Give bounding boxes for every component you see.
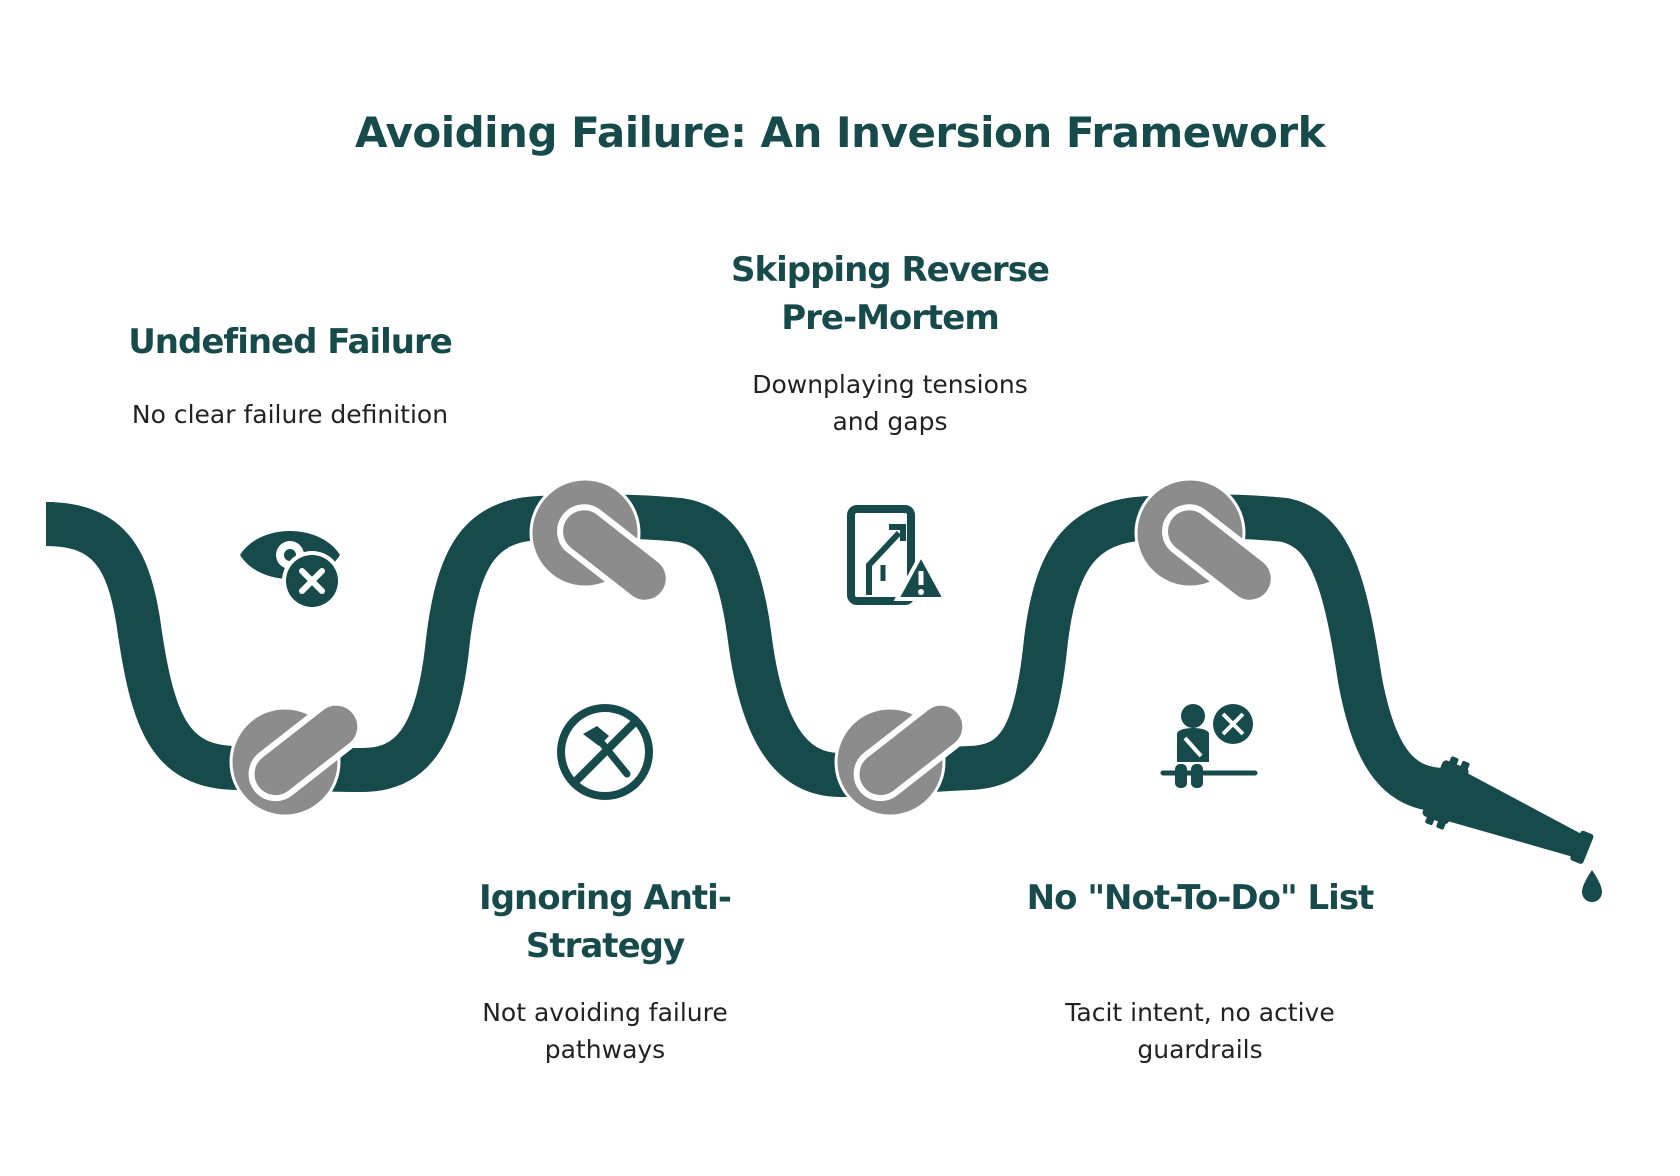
stage-2-title: Ignoring Anti-Strategy	[479, 878, 732, 966]
hose-start-cap	[46, 502, 54, 546]
hose-nozzle-drip-icon	[1422, 756, 1602, 902]
clamp-knot-2	[529, 477, 672, 606]
route-warning-icon	[847, 505, 949, 605]
stage-3-title: Skipping Reverse Pre-Mortem	[731, 250, 1050, 338]
stage-4-description: Tacit intent, no active guardrails	[1065, 998, 1335, 1064]
stage-4-title: No "Not-To-Do" List	[1026, 878, 1375, 918]
stage-1-description: No clear failure definition	[131, 400, 449, 429]
eye-x-icon	[240, 531, 342, 611]
person-x-icon	[1160, 704, 1258, 788]
stage-1-title: Undefined Failure	[128, 322, 453, 362]
clamp-knot-4	[1134, 477, 1277, 606]
stage-3-description: Downplaying tensions and gaps	[752, 370, 1028, 436]
stage-2-description: Not avoiding failure pathways	[482, 998, 728, 1064]
clamp-knot-3	[834, 699, 969, 818]
diagram-title: Avoiding Failure: An Inversion Framework	[354, 108, 1326, 157]
clamp-knot-1	[229, 699, 364, 818]
no-axe-icon	[557, 704, 653, 800]
